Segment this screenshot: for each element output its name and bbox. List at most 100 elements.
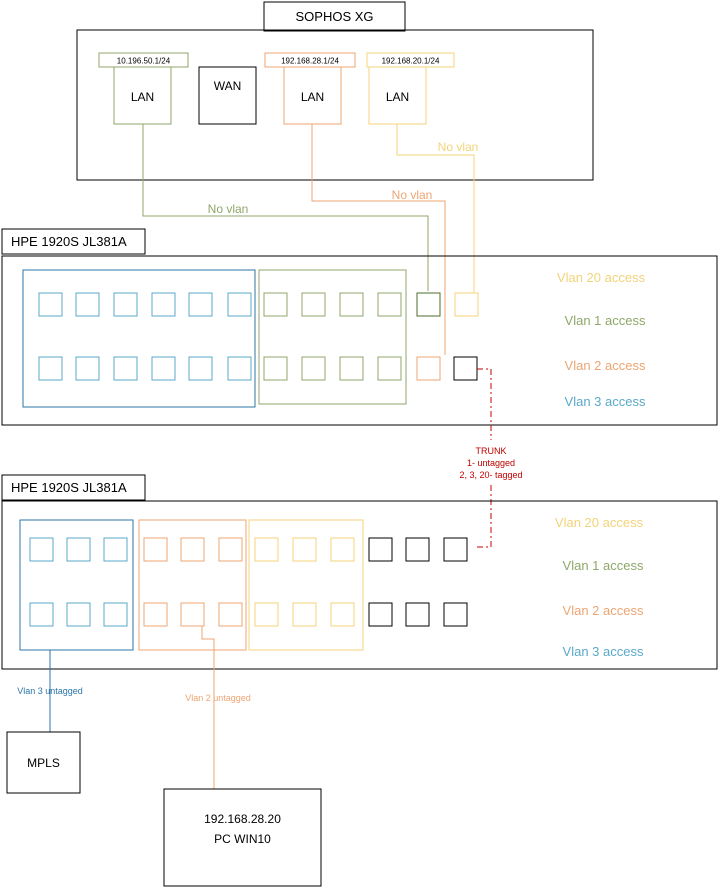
trunk-label: TRUNK: [476, 446, 507, 456]
switch2-port-vlan3: [29, 602, 54, 627]
switch2-port-vlan3: [66, 602, 91, 627]
switch1-legend-vlan20: Vlan 20 access: [557, 270, 646, 285]
switch2-port-vlan20: [330, 537, 355, 562]
switch2-port-unassigned: [405, 537, 430, 562]
link-pc: [201, 626, 215, 789]
switch2-vlan2-group: [138, 519, 247, 651]
port-wan-label: WAN: [214, 79, 242, 93]
switch1-port-vlan1: [301, 356, 326, 381]
firewall-title-box: [263, 1, 406, 32]
pc-box: [163, 788, 322, 887]
switch1-port-vlan3: [38, 356, 63, 381]
port-ip-green: 10.196.50.1/24: [117, 57, 171, 66]
port-lan-green-label: LAN: [131, 90, 154, 104]
switch1-legend-vlan3: Vlan 3 access: [565, 394, 646, 409]
switch2-port-vlan20: [330, 602, 355, 627]
switch2-title: HPE 1920S JL381A: [11, 480, 127, 495]
switch2-port-vlan20: [292, 537, 317, 562]
mpls-label: MPLS: [27, 756, 60, 770]
trunk-untagged-label: 1- untagged: [467, 458, 515, 468]
switch2-ports: [29, 537, 468, 627]
switch1-port-uplink-vlan20: [454, 292, 479, 317]
port-wan: [198, 66, 257, 125]
port-lan-yellow: [368, 66, 427, 125]
switch1-port-vlan1: [263, 356, 288, 381]
switch1-title: HPE 1920S JL381A: [11, 234, 127, 249]
switch1-port-vlan1: [377, 356, 402, 381]
switch1-port-uplink-vlan1: [416, 292, 441, 317]
port-ip-orange: 192.168.28.1/24: [281, 57, 339, 66]
port-lan-yellow-label: LAN: [386, 90, 409, 104]
switch1-chassis: [1, 255, 718, 426]
port-lan-orange: [283, 66, 342, 125]
switch1-port-trunk: [453, 356, 478, 381]
link-no-vlan-orange-label: No vlan: [392, 188, 433, 202]
switch2-port-unassigned: [368, 537, 393, 562]
switch2-port-unassigned: [443, 537, 468, 562]
switch2-port-vlan2: [180, 602, 205, 627]
switch2-port-unassigned: [368, 602, 393, 627]
switch1-vlan3-group: [22, 269, 256, 408]
switch2-port-vlan2: [143, 602, 168, 627]
switch1-port-vlan3: [75, 292, 100, 317]
link-no-vlan-yellow-label: No vlan: [438, 140, 479, 154]
switch2-port-vlan3: [103, 537, 128, 562]
port-ip-yellow: 192.168.20.1/24: [382, 57, 440, 66]
switch1-port-vlan1: [339, 356, 364, 381]
switch1-port-vlan1: [263, 292, 288, 317]
firewall-title: SOPHOS XG: [295, 9, 373, 24]
trunk-tagged-label: 2, 3, 20- tagged: [459, 470, 522, 480]
switch1-ports: [38, 292, 479, 381]
switch2-port-vlan3: [66, 537, 91, 562]
switch2-title-box: [1, 474, 146, 501]
switch2-vlan20-group: [248, 519, 364, 651]
pc-ip: 192.168.28.20: [204, 812, 281, 826]
switch1-port-vlan3: [151, 292, 176, 317]
link-no-vlan-yellow: [396, 124, 475, 293]
switch1-port-vlan1: [301, 292, 326, 317]
port-lan-orange-label: LAN: [301, 90, 324, 104]
switch1-port-vlan3: [75, 356, 100, 381]
pc-name: PC WIN10: [214, 832, 271, 846]
switch2-legend-vlan2: Vlan 2 access: [563, 603, 644, 618]
switch2-port-vlan3: [29, 537, 54, 562]
switch2-port-vlan2: [143, 537, 168, 562]
switch1-port-vlan3: [38, 292, 63, 317]
trunk-link-upper: [477, 368, 492, 440]
switch1-port-vlan3: [113, 292, 138, 317]
port-lan-green: [113, 66, 172, 125]
switch2-port-vlan2: [218, 537, 243, 562]
mpls-link-label: Vlan 3 untagged: [17, 686, 83, 696]
switch1-port-uplink-vlan2: [416, 356, 441, 381]
firewall-box: [76, 29, 594, 181]
mpls-box: [6, 731, 81, 794]
switch1-port-vlan3: [151, 356, 176, 381]
switch1-port-vlan1: [339, 292, 364, 317]
link-no-vlan-orange: [311, 124, 446, 355]
switch2-port-vlan3: [103, 602, 128, 627]
pc-link-label: Vlan 2 untagged: [185, 693, 251, 703]
switch2-port-vlan2: [180, 537, 205, 562]
switch2-port-vlan20: [254, 537, 279, 562]
switch1-port-vlan3: [113, 356, 138, 381]
switch2-legend-vlan20: Vlan 20 access: [555, 515, 644, 530]
switch2-legend-vlan3: Vlan 3 access: [563, 644, 644, 659]
switch1-port-vlan3: [227, 356, 252, 381]
switch2-chassis: [1, 500, 718, 670]
link-no-vlan-green: [142, 124, 429, 291]
switch2-port-unassigned: [405, 602, 430, 627]
switch2-port-vlan2: [218, 602, 243, 627]
switch1-title-box: [1, 228, 146, 255]
link-no-vlan-green-label: No vlan: [208, 202, 249, 216]
switch1-port-vlan3: [227, 292, 252, 317]
switch1-port-vlan1: [377, 292, 402, 317]
switch1-vlan1-group: [258, 269, 407, 405]
switch1-legend-vlan1: Vlan 1 access: [565, 313, 646, 328]
switch1-port-vlan3: [188, 356, 213, 381]
switch2-port-unassigned: [443, 602, 468, 627]
switch2-port-vlan20: [254, 602, 279, 627]
switch1-port-vlan3: [188, 292, 213, 317]
switch2-port-vlan20: [292, 602, 317, 627]
trunk-link-lower: [477, 485, 492, 548]
